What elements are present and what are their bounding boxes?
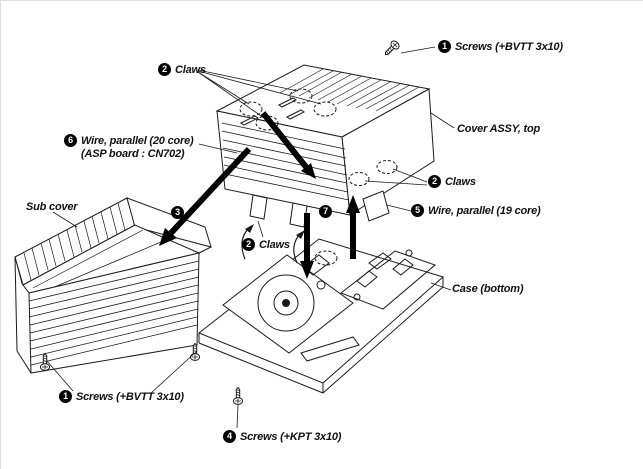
step-badge-7: 7 <box>319 205 332 218</box>
callout-claws-mid: 2 Claws <box>242 238 290 251</box>
step-badge-1b: 1 <box>59 390 72 403</box>
callout-screws-kpt: 4 Screws (+KPT 3x10) <box>223 430 341 443</box>
claw-tab <box>249 194 268 220</box>
leader-lines <box>46 46 455 429</box>
callout-claws-right: 2 Claws <box>428 175 476 188</box>
step-badge-2: 2 <box>158 63 171 76</box>
step-badge-4: 4 <box>223 430 236 443</box>
case-bottom-drawing <box>198 238 445 394</box>
arrow-claw-up <box>346 195 360 259</box>
sub-cover-louvers <box>28 260 200 366</box>
arrow-step-7-down <box>300 213 314 279</box>
callout-wire-20core: 6 Wire, parallel (20 core) (ASP board : … <box>64 134 194 160</box>
screw-icon <box>232 387 244 405</box>
callout-screws-top: 1 Screws (+BVTT 3x10) <box>438 40 563 53</box>
assembly-arrows <box>159 111 360 279</box>
parallel-wire-flap <box>362 190 390 222</box>
callout-wire-19core: 5 Wire, parallel (19 core) <box>411 204 541 217</box>
callout-step-7: 7 <box>319 205 336 218</box>
screw-icon <box>381 38 402 59</box>
step-badge-3: 3 <box>171 206 184 219</box>
callout-claws-top: 2 Claws <box>158 63 206 76</box>
callout-step-3: 3 <box>171 206 188 219</box>
sub-cover-drawing <box>14 197 212 374</box>
cover-top-ribs <box>279 68 420 112</box>
step-badge-2b: 2 <box>428 175 441 188</box>
drive-spindle <box>257 274 315 332</box>
callout-screws-bottom: 1 Screws (+BVTT 3x10) <box>59 390 184 403</box>
cover-assy-top-drawing <box>215 64 435 228</box>
step-badge-5: 5 <box>411 204 424 217</box>
claw-position-marker <box>314 250 338 266</box>
part-label-sub-cover: Sub cover <box>26 201 78 213</box>
step-badge-2c: 2 <box>242 238 255 251</box>
sub-cover-hatching <box>14 202 126 285</box>
arrow-step-3 <box>159 146 252 246</box>
step-badge-1: 1 <box>438 40 451 53</box>
step-badge-6: 6 <box>64 134 77 147</box>
part-label-cover-assy-top: Cover ASSY, top <box>457 123 540 135</box>
arrow-wire-routing <box>260 111 316 179</box>
part-label-case-bottom: Case (bottom) <box>452 283 524 295</box>
